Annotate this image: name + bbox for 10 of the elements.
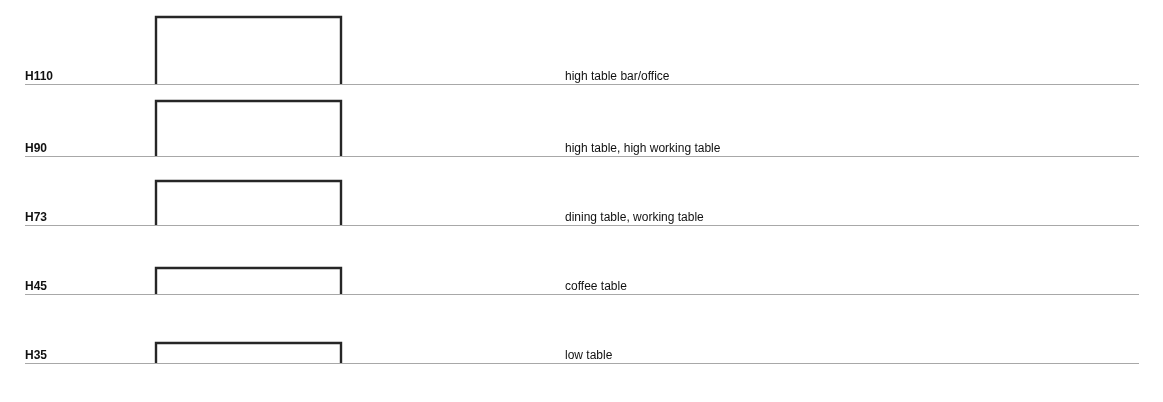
height-code: H110 [25, 69, 54, 83]
height-code: H73 [25, 210, 47, 224]
table-use-description: low table [565, 348, 613, 362]
height-code: H35 [25, 348, 47, 362]
table-use-description: dining table, working table [565, 210, 704, 224]
height-code: H90 [25, 141, 47, 155]
height-code: H45 [25, 279, 47, 293]
table-use-description: high table bar/office [565, 69, 670, 83]
table-use-description: coffee table [565, 279, 627, 293]
table-use-description: high table, high working table [565, 141, 721, 155]
